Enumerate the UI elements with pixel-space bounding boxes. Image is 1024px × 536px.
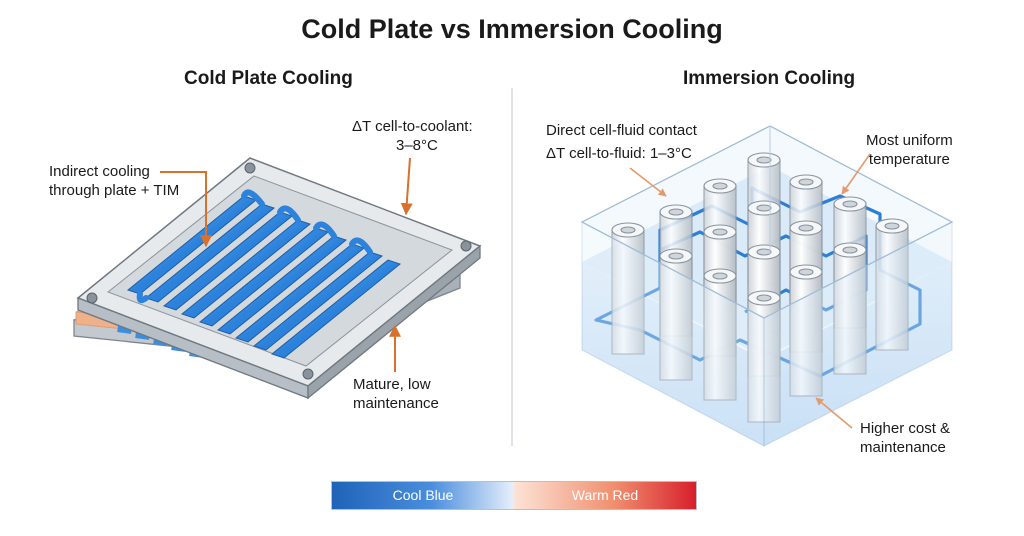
legend-cool-label: Cool Blue <box>392 487 454 503</box>
note-higher-cost: Higher cost & maintenance <box>860 420 951 456</box>
cell-14 <box>703 268 737 401</box>
immersion-heading: Immersion Cooling <box>683 68 856 89</box>
arrow-indirect <box>160 171 212 248</box>
note-mature: Mature, low maintenance <box>353 376 439 412</box>
note-delta-t-coolant: ΔT cell-to-coolant: 3–8°C <box>352 118 473 154</box>
cell-15 <box>789 264 823 397</box>
legend-cool-swatch: Cool Blue <box>332 482 514 509</box>
arrow-direct-contact <box>629 167 667 197</box>
cold-plate-illustration <box>73 157 482 400</box>
immersion-tank-illustration <box>580 125 954 447</box>
cell-1 <box>611 222 645 355</box>
arrow-delta-t <box>400 157 413 216</box>
legend-warm-swatch: Warm Red <box>514 482 696 509</box>
legend-warm-label: Warm Red <box>571 487 639 503</box>
cell-12 <box>833 242 867 375</box>
arrow-higher-cost <box>815 397 853 429</box>
temperature-legend: Cool Blue Warm Red <box>331 481 697 510</box>
note-direct-contact: Direct cell-fluid contact ΔT cell-to-flu… <box>546 122 697 162</box>
note-uniform-temperature: Most uniform temperature <box>866 132 953 168</box>
arrow-uniform <box>841 153 871 195</box>
page-title: Cold Plate vs Immersion Cooling <box>301 14 723 44</box>
cold-plate-heading: Cold Plate Cooling <box>184 68 353 89</box>
note-indirect-cooling: Indirect cooling through plate + TIM <box>49 163 180 199</box>
